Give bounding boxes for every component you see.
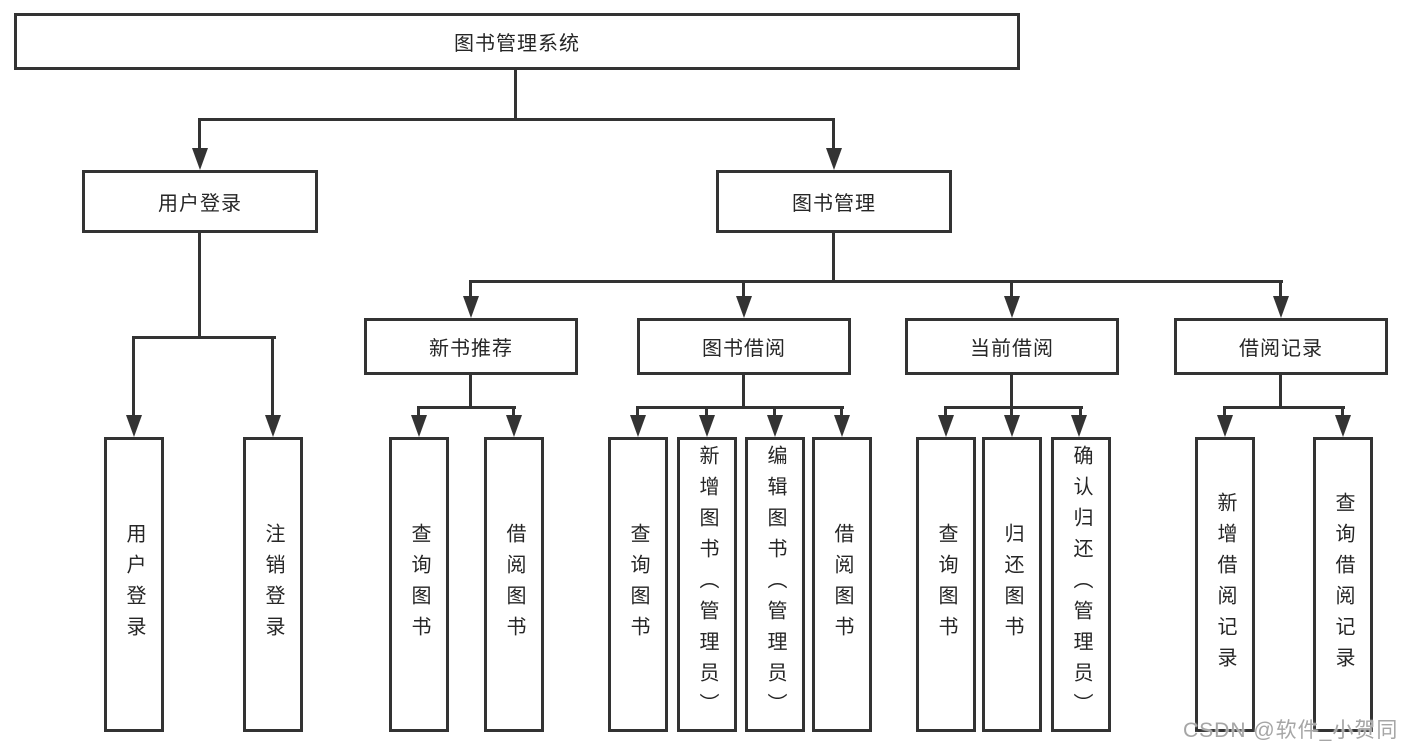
arrow-down-icon [736, 296, 752, 318]
arrow-down-icon [1273, 296, 1289, 318]
connector [198, 233, 201, 336]
leaf-label: 借阅图书 [503, 522, 525, 647]
leaf-current-confirm-admin: 确认归还（管理员） [1051, 437, 1111, 732]
node-book-mgmt-branch: 图书管理 [716, 170, 952, 233]
connector [1341, 406, 1344, 415]
leaf-label: 用户登录 [123, 522, 145, 647]
leaf-label: 注销登录 [262, 522, 284, 647]
connector [1010, 280, 1013, 296]
arrow-down-icon [834, 415, 850, 437]
leaf-borrow-edit-admin: 编辑图书（管理员） [745, 437, 805, 732]
leaf-borrow-add-admin: 新增图书（管理员） [677, 437, 737, 732]
connector [1223, 406, 1226, 415]
leaf-records-query: 查询借阅记录 [1313, 437, 1373, 732]
connector [1279, 375, 1282, 406]
leaf-label: 编辑图书（管理员） [764, 445, 786, 724]
connector [742, 280, 745, 296]
leaf-label: 借阅图书 [831, 522, 853, 647]
leaf-current-return: 归还图书 [982, 437, 1042, 732]
leaf-current-query: 查询图书 [916, 437, 976, 732]
leaf-user-login: 用户登录 [104, 437, 164, 732]
arrow-down-icon [411, 415, 427, 437]
arrow-down-icon [192, 148, 208, 170]
connector [944, 406, 1083, 409]
connector [1079, 406, 1082, 415]
node-root-label: 图书管理系统 [454, 33, 580, 55]
connector [944, 406, 947, 415]
connector [636, 406, 639, 415]
leaf-newbooks-borrow: 借阅图书 [484, 437, 544, 732]
leaf-label: 新增借阅记录 [1214, 491, 1236, 678]
node-label: 新书推荐 [429, 338, 513, 360]
arrow-down-icon [767, 415, 783, 437]
node-user-login-branch: 用户登录 [82, 170, 318, 233]
arrow-down-icon [463, 296, 479, 318]
leaf-label: 查询图书 [408, 522, 430, 647]
connector [773, 406, 776, 415]
connector [636, 406, 844, 409]
leaf-label: 归还图书 [1001, 522, 1023, 647]
connector [132, 336, 135, 415]
leaf-logout: 注销登录 [243, 437, 303, 732]
connector [705, 406, 708, 415]
arrow-down-icon [1217, 415, 1233, 437]
node-label: 用户登录 [158, 193, 242, 215]
connector [271, 336, 274, 415]
connector [469, 375, 472, 406]
arrow-down-icon [1071, 415, 1087, 437]
arrow-down-icon [265, 415, 281, 437]
connector [514, 70, 517, 118]
node-label: 当前借阅 [970, 338, 1054, 360]
arrow-down-icon [1335, 415, 1351, 437]
connector [832, 118, 835, 150]
connector [198, 118, 201, 150]
arrow-down-icon [630, 415, 646, 437]
connector [1223, 406, 1345, 409]
node-borrow-records: 借阅记录 [1174, 318, 1388, 375]
leaf-label: 新增图书（管理员） [696, 445, 718, 724]
leaf-label: 确认归还（管理员） [1070, 445, 1092, 724]
arrow-down-icon [126, 415, 142, 437]
connector [742, 375, 745, 406]
node-label: 图书管理 [792, 193, 876, 215]
connector [469, 280, 1283, 283]
connector [1010, 375, 1013, 406]
watermark: CSDN @软件_小贺同学 [1183, 719, 1399, 742]
leaf-borrow-query: 查询图书 [608, 437, 668, 732]
node-root: 图书管理系统 [14, 13, 1020, 70]
arrow-down-icon [1004, 296, 1020, 318]
connector [512, 406, 515, 415]
connector [1010, 406, 1013, 415]
connector [417, 406, 516, 409]
arrow-down-icon [826, 148, 842, 170]
leaf-label: 查询图书 [627, 522, 649, 647]
connector [1279, 280, 1282, 296]
arrow-down-icon [506, 415, 522, 437]
node-book-borrow: 图书借阅 [637, 318, 851, 375]
leaf-borrow-borrow: 借阅图书 [812, 437, 872, 732]
leaf-label: 查询图书 [935, 522, 957, 647]
arrow-down-icon [699, 415, 715, 437]
leaf-label: 查询借阅记录 [1332, 491, 1354, 678]
connector [469, 280, 472, 296]
node-new-books: 新书推荐 [364, 318, 578, 375]
connector [198, 118, 835, 121]
node-label: 借阅记录 [1239, 338, 1323, 360]
connector [832, 233, 835, 280]
leaf-newbooks-query: 查询图书 [389, 437, 449, 732]
connector [132, 336, 276, 339]
node-label: 图书借阅 [702, 338, 786, 360]
node-current-borrow: 当前借阅 [905, 318, 1119, 375]
connector [417, 406, 420, 415]
arrow-down-icon [1004, 415, 1020, 437]
arrow-down-icon [938, 415, 954, 437]
leaf-records-add: 新增借阅记录 [1195, 437, 1255, 732]
connector [840, 406, 843, 415]
